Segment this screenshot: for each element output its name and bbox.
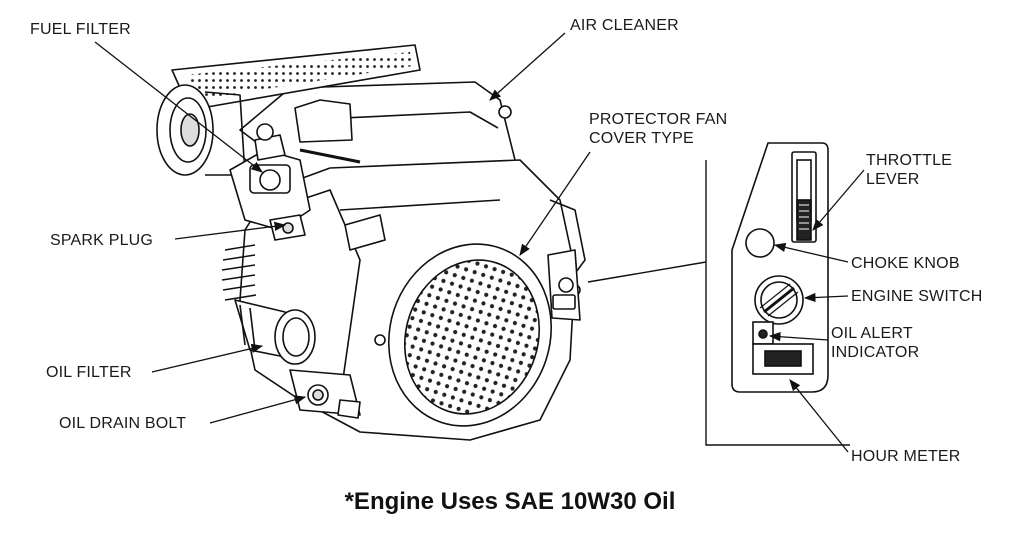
choke-knob-leader xyxy=(773,242,849,263)
label-spark-plug: SPARK PLUG xyxy=(50,232,154,249)
oil-spec-caption: *Engine Uses SAE 10W30 Oil xyxy=(344,488,676,515)
oil-alert-leader xyxy=(768,332,829,342)
oil-filter-leader xyxy=(151,343,264,373)
throttle-lever-slot xyxy=(791,151,817,243)
label-protector-fan-line1: PROTECTOR FAN xyxy=(589,111,728,128)
oil-alert-shape xyxy=(752,321,774,345)
control-bracket xyxy=(547,249,581,321)
label-oil-drain-bolt: OIL DRAIN BOLT xyxy=(59,415,187,432)
label-oil-alert-line1: OIL ALERT xyxy=(831,325,913,342)
leader-lines xyxy=(94,32,865,453)
hour-meter-shape xyxy=(752,343,814,375)
label-protector-fan-line2: COVER TYPE xyxy=(589,130,694,147)
inset-frame-line xyxy=(705,160,850,446)
label-throttle-line1: THROTTLE xyxy=(866,152,953,169)
inset-connector-line xyxy=(587,261,707,283)
label-fuel-filter: FUEL FILTER xyxy=(30,21,131,38)
muffler xyxy=(156,44,421,176)
choke-knob-shape xyxy=(745,228,775,258)
engine-illustration xyxy=(156,44,586,441)
oil-drain-leader xyxy=(209,395,307,424)
fan-cover xyxy=(387,243,553,427)
label-throttle-line2: LEVER xyxy=(866,171,920,188)
control-panel-inset xyxy=(587,142,850,446)
label-choke-knob: CHOKE KNOB xyxy=(851,255,960,272)
cooling-fins xyxy=(221,244,257,301)
hour-meter-leader xyxy=(789,379,849,453)
label-oil-alert-line2: INDICATOR xyxy=(831,344,920,361)
spark-plug-leader xyxy=(174,221,287,240)
throttle-leader xyxy=(812,169,865,231)
air-cleaner-leader xyxy=(489,32,566,101)
label-oil-filter: OIL FILTER xyxy=(46,364,132,381)
engine-switch-leader xyxy=(803,292,849,303)
fuel-filter-leader xyxy=(94,41,263,173)
label-engine-switch: ENGINE SWITCH xyxy=(851,288,983,305)
protector-fan-leader xyxy=(519,151,591,256)
oil-drain-area xyxy=(289,369,361,419)
label-hour-meter: HOUR METER xyxy=(851,448,961,465)
engine-switch-shape xyxy=(754,275,804,325)
label-air-cleaner: AIR CLEANER xyxy=(570,17,679,34)
